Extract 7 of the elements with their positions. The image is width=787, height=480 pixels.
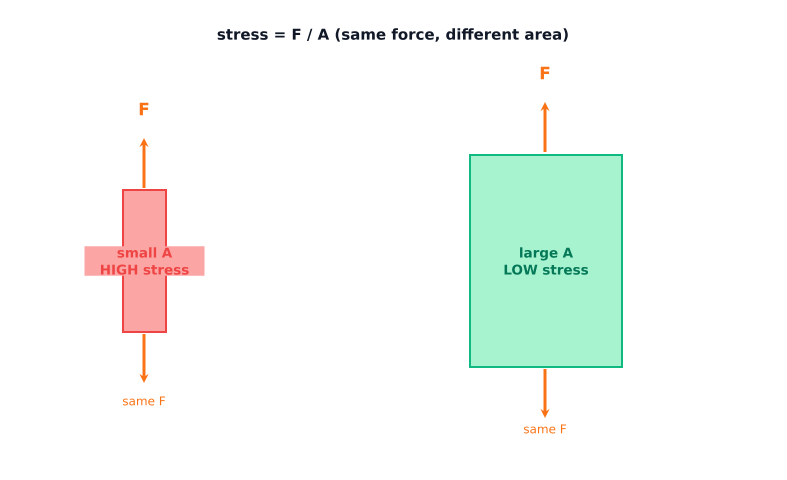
stress-box: small A HIGH stress [84, 189, 204, 333]
title: stress = F / A (same force, different area) [218, 28, 568, 42]
force-label: same F [524, 424, 566, 434]
stress-box: large A LOW stress [469, 154, 623, 368]
force-label: F [540, 66, 550, 80]
force-label: F [140, 102, 148, 116]
force-label: same F [122, 396, 165, 406]
